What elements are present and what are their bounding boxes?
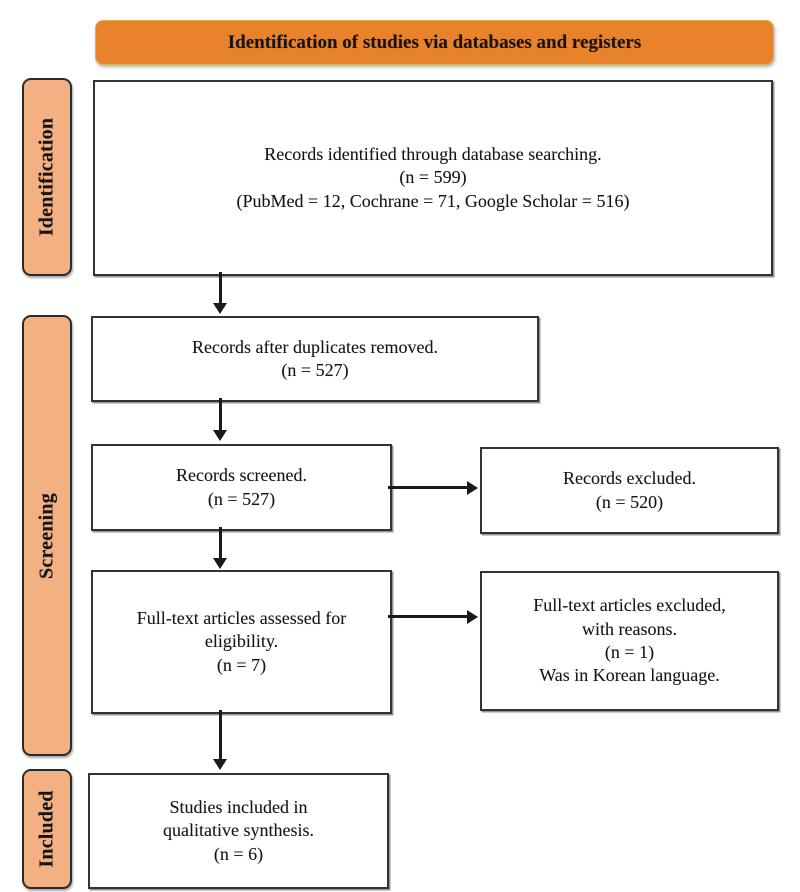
fulltext-excluded-count: (n = 1) [604, 642, 655, 662]
records-identified-sources: (PubMed = 12, Cochrane = 71, Google Scho… [236, 190, 630, 211]
arrowhead-fulltext-to-excluded [467, 610, 478, 624]
phase-bar-included: Included [22, 769, 72, 889]
fulltext-assessed-count: (n = 7) [216, 654, 267, 675]
arrowhead-fulltext-to-included [213, 759, 227, 770]
records-screened-line1: Records screened. [176, 465, 307, 486]
records-identified-count: (n = 599) [399, 167, 467, 188]
fulltext-excluded-reason: Was in Korean language. [539, 665, 720, 686]
fulltext-excluded-line1: Full-text articles excluded, [533, 595, 726, 616]
phase-label-included: Included [35, 790, 58, 868]
studies-included-line2: qualitative synthesis. [163, 820, 314, 841]
records-screened-count: (n = 527) [207, 488, 276, 509]
connector-duplicates-to-screened [219, 398, 222, 432]
fulltext-excluded-line2: with reasons. [582, 618, 677, 639]
connector-fulltext-to-included [219, 710, 222, 760]
connector-fulltext-to-excluded [388, 615, 468, 618]
box-records-identified: Records identified through database sear… [93, 80, 773, 276]
fulltext-assessed-line1: Full-text articles assessed for [136, 607, 347, 628]
fulltext-assessed-line2: eligibility. [204, 631, 279, 652]
after-duplicates-line1: Records after duplicates removed. [192, 336, 438, 357]
arrowhead-screened-to-excluded [467, 481, 478, 495]
records-excluded-count: (n = 520) [595, 491, 664, 512]
phase-bar-identification: Identification [22, 78, 72, 276]
banner-title: Identification of studies via databases … [227, 31, 642, 53]
box-records-after-duplicates: Records after duplicates removed. (n = 5… [91, 316, 539, 402]
box-fulltext-assessed: Full-text articles assessed for eligibil… [91, 570, 392, 714]
phase-label-identification: Identification [35, 117, 58, 237]
connector-screened-to-fulltext [219, 527, 222, 561]
phase-label-screening: Screening [35, 492, 58, 579]
box-fulltext-excluded: Full-text articles excluded, with reason… [480, 571, 779, 711]
records-excluded-line1: Records excluded. [563, 468, 696, 489]
studies-included-count: (n = 6) [213, 843, 264, 864]
records-identified-line1: Records identified through database sear… [264, 143, 602, 164]
connector-identified-to-duplicates [219, 272, 222, 306]
studies-included-line1: Studies included in [169, 796, 308, 817]
arrowhead-identified-to-duplicates [213, 303, 227, 314]
arrowhead-screened-to-fulltext [213, 558, 227, 569]
box-studies-included: Studies included in qualitative synthesi… [88, 773, 389, 889]
box-records-excluded: Records excluded. (n = 520) [480, 447, 779, 534]
banner-identification-header: Identification of studies via databases … [95, 20, 774, 65]
connector-screened-to-excluded [388, 486, 468, 489]
box-records-screened: Records screened. (n = 527) [91, 444, 392, 531]
arrowhead-duplicates-to-screened [213, 430, 227, 441]
phase-bar-screening: Screening [22, 315, 72, 756]
after-duplicates-count: (n = 527) [281, 360, 349, 380]
